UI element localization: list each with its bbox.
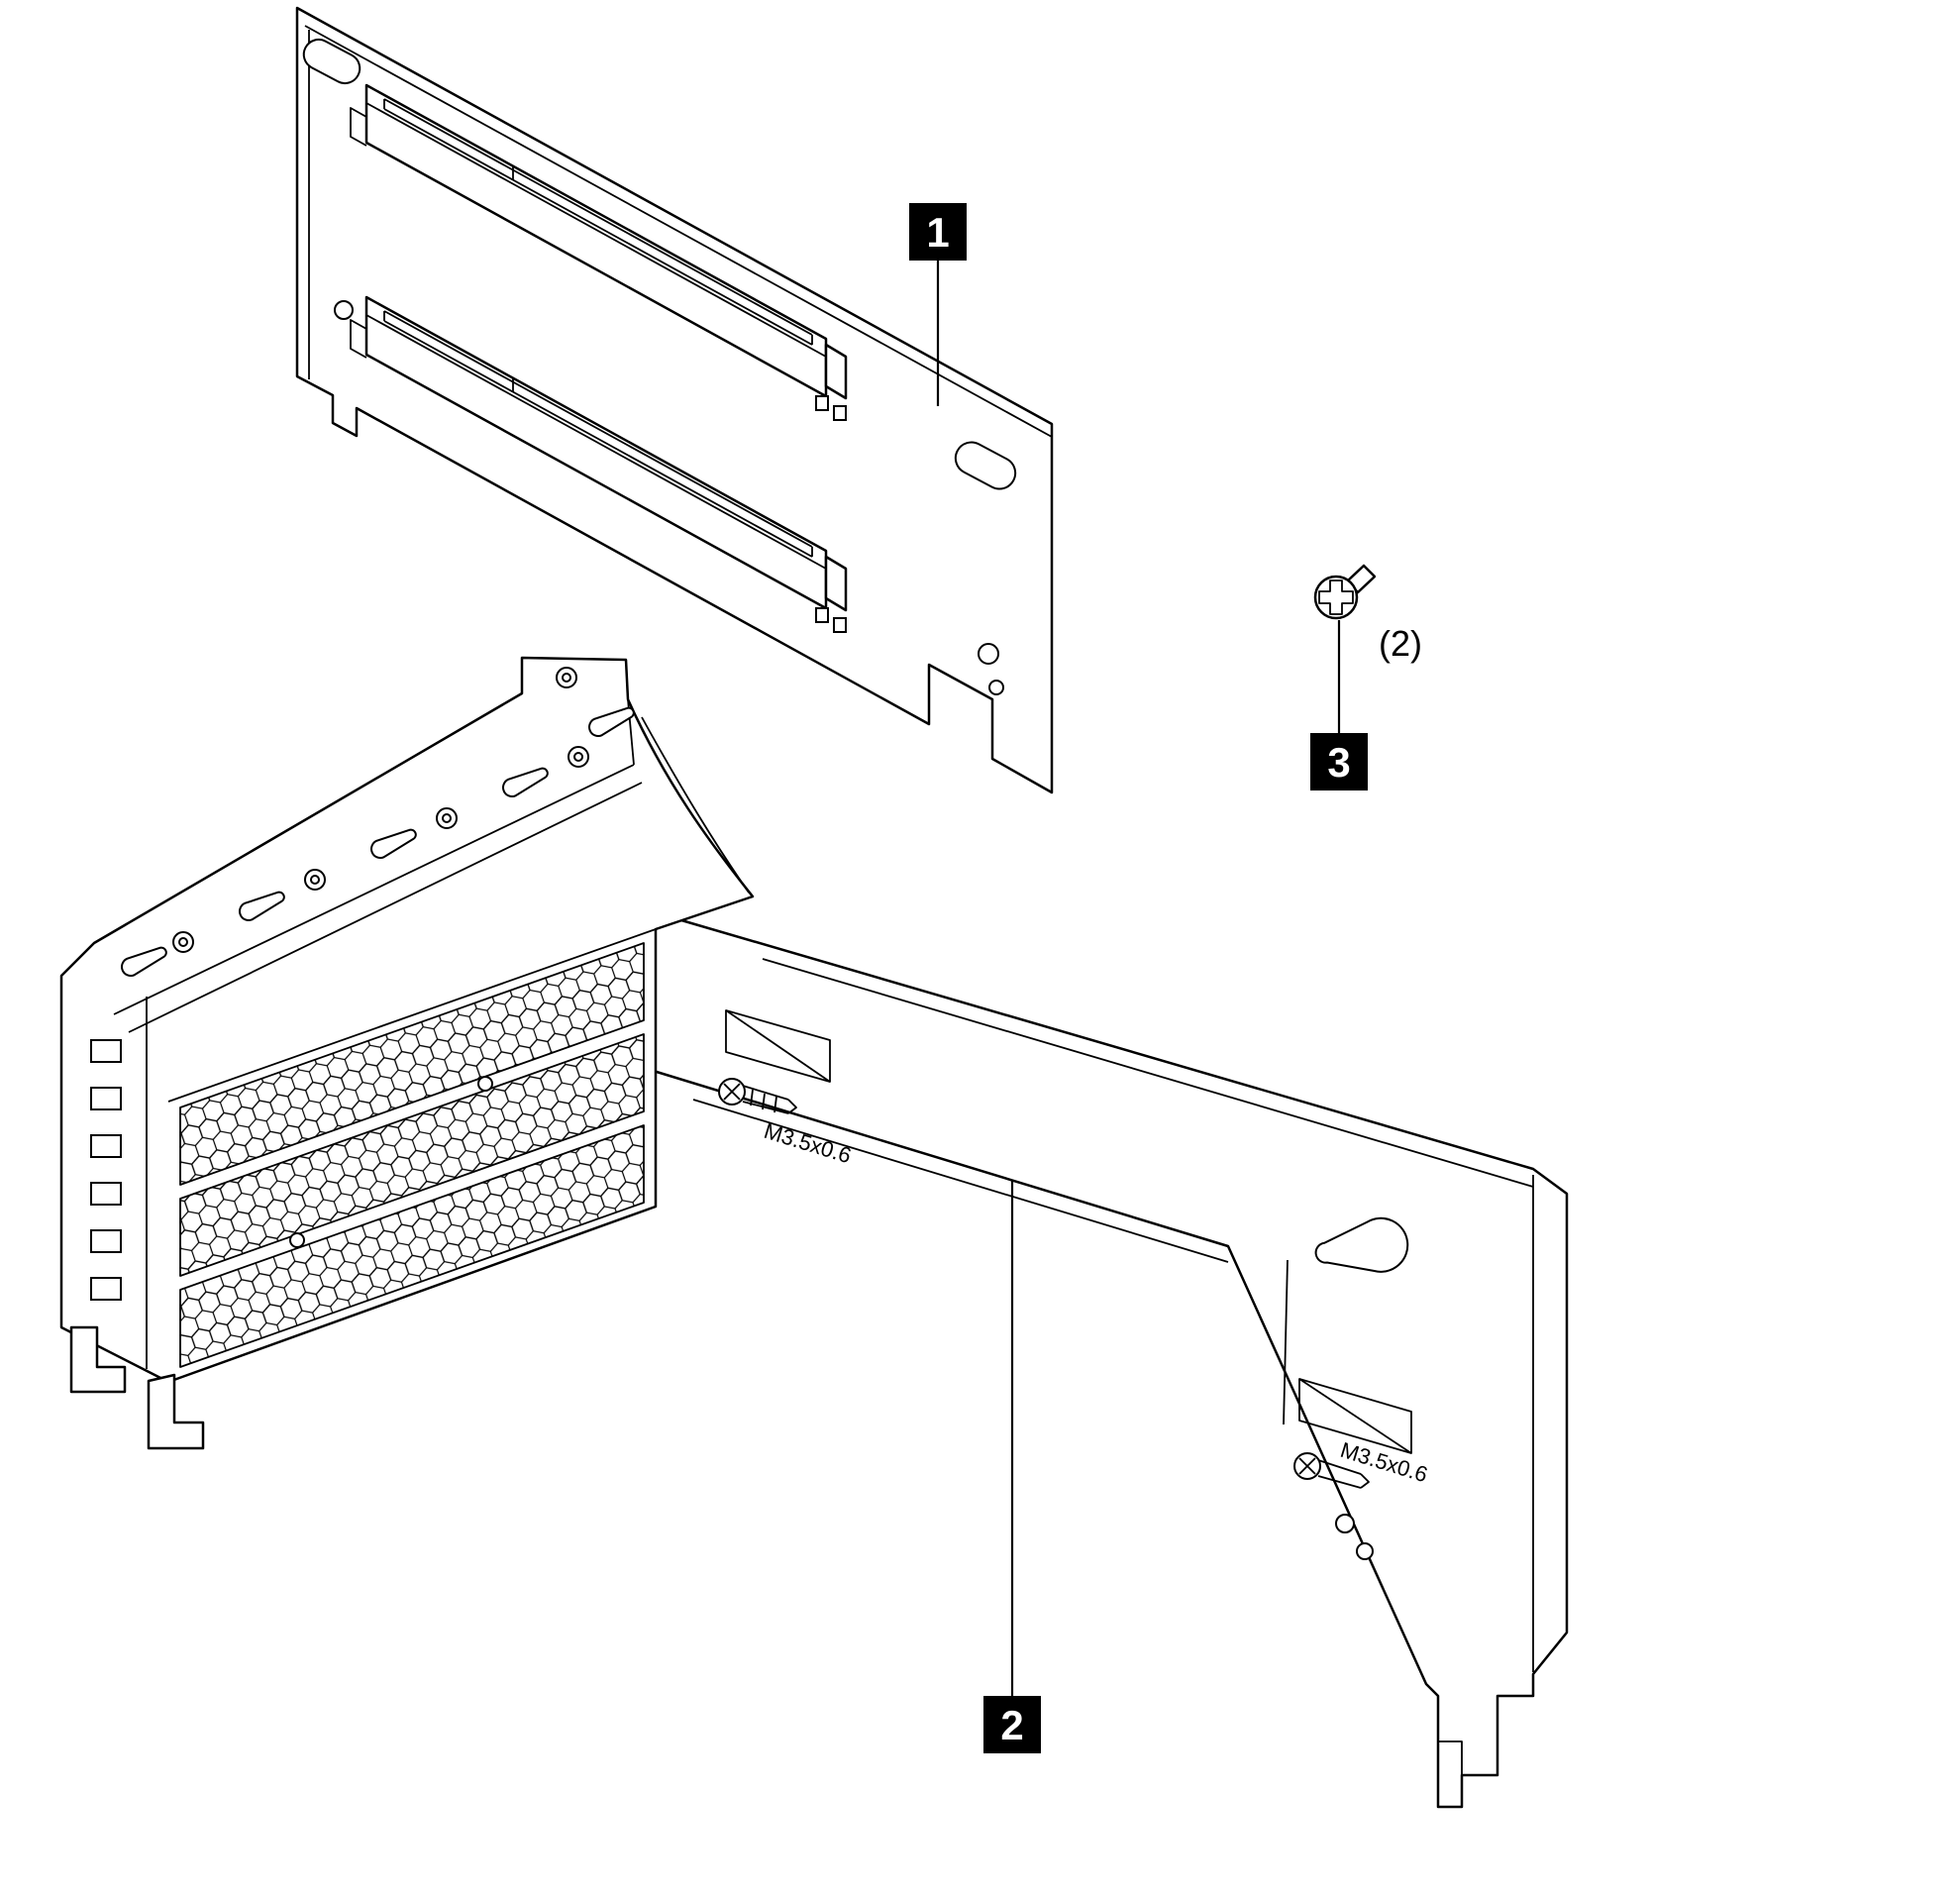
corner-curve-inner bbox=[641, 716, 750, 894]
board-pilot-hole-left bbox=[334, 300, 354, 320]
callout-2: 2 bbox=[983, 1180, 1041, 1753]
vent-panels bbox=[179, 942, 645, 1368]
vent-panel-2-mesh bbox=[180, 1034, 644, 1276]
lower-thumbscrew bbox=[1293, 1452, 1370, 1489]
rivet-hole bbox=[436, 807, 458, 829]
screw-cross-recess bbox=[1318, 580, 1354, 615]
rail-rivet-holes bbox=[172, 667, 589, 953]
cage-arm-pilot-hole-2 bbox=[1356, 1542, 1374, 1560]
column-slot bbox=[90, 1134, 122, 1158]
callout-3-number: 3 bbox=[1327, 739, 1350, 786]
callout-1-badge bbox=[909, 203, 967, 261]
board-obround-hole-top bbox=[302, 38, 361, 85]
teardrop-slot bbox=[502, 767, 549, 797]
lower-screw-cutout bbox=[1298, 1378, 1412, 1454]
vent-panel-2 bbox=[179, 1033, 645, 1277]
cage-arm-silhouette bbox=[632, 904, 1569, 1809]
teardrop-slot bbox=[588, 706, 635, 737]
cage-arm-hook-line bbox=[1438, 1740, 1463, 1775]
column-slot bbox=[90, 1087, 122, 1110]
screw-head bbox=[1313, 575, 1359, 620]
vent-panel-3-mesh bbox=[180, 1125, 644, 1367]
teardrop-slot bbox=[121, 946, 167, 977]
rivet-hole bbox=[304, 869, 326, 891]
callout-2-number: 2 bbox=[1000, 1702, 1023, 1748]
cage-arm-pilot-hole-1 bbox=[1335, 1514, 1355, 1533]
riser-cage-body bbox=[59, 656, 755, 1450]
vent-panel-1-mesh bbox=[180, 943, 644, 1185]
screw-tip-line bbox=[1363, 565, 1371, 573]
tab-rivet-hole bbox=[556, 667, 577, 688]
column-slot bbox=[90, 1229, 122, 1253]
callout-1-number: 1 bbox=[926, 209, 949, 256]
rivet-hole bbox=[172, 931, 194, 953]
board-pilot-hole-right-1 bbox=[978, 643, 999, 665]
rail-teardrop-slots bbox=[121, 706, 635, 977]
panel-rivet-1 bbox=[477, 1076, 493, 1092]
upper-thumbscrew bbox=[718, 1078, 797, 1114]
screw-quantity-note: (2) bbox=[1379, 623, 1422, 664]
retention-column bbox=[90, 1039, 122, 1301]
captive-screw: (2) bbox=[1313, 564, 1422, 664]
board-pilot-hole-right-2 bbox=[988, 680, 1004, 695]
callout-1: 1 bbox=[909, 203, 967, 406]
board-top-thickness-line bbox=[304, 25, 1053, 438]
riser-cage-arm: M3.5x0.6 M3.5x0.6 bbox=[632, 904, 1569, 1809]
teardrop-slot bbox=[370, 828, 417, 859]
keyhole-slot bbox=[1314, 1216, 1409, 1273]
cage-foot-1 bbox=[69, 1325, 127, 1394]
callout-3: 3 bbox=[1310, 620, 1368, 790]
rivet-hole bbox=[567, 746, 589, 768]
teardrop-slot bbox=[239, 891, 285, 921]
vent-panel-3 bbox=[179, 1124, 645, 1368]
rail-second-fold bbox=[128, 782, 643, 1033]
cage-foot-2 bbox=[147, 1373, 205, 1450]
cage-feet bbox=[69, 1325, 205, 1450]
pcie-slot-connector-1 bbox=[350, 83, 848, 421]
column-slot bbox=[90, 1039, 122, 1063]
riser-card bbox=[295, 6, 1054, 794]
front-face-top-edge bbox=[167, 928, 657, 1103]
panel-rivet-2 bbox=[289, 1232, 305, 1248]
column-slot bbox=[90, 1182, 122, 1206]
board-obround-hole-right bbox=[954, 441, 1017, 490]
vent-panel-1 bbox=[179, 942, 645, 1186]
column-slot bbox=[90, 1277, 122, 1301]
callout-3-badge bbox=[1310, 733, 1368, 790]
cage-arm-end-crease bbox=[1283, 1259, 1289, 1425]
cage-arm-top-fold-line bbox=[762, 958, 1534, 1188]
rail-bottom-fold bbox=[113, 764, 635, 1015]
cage-arm-bottom-fold-line bbox=[692, 1099, 1229, 1263]
callout-2-badge bbox=[983, 1696, 1041, 1753]
upper-screw-cutout bbox=[725, 1009, 831, 1083]
